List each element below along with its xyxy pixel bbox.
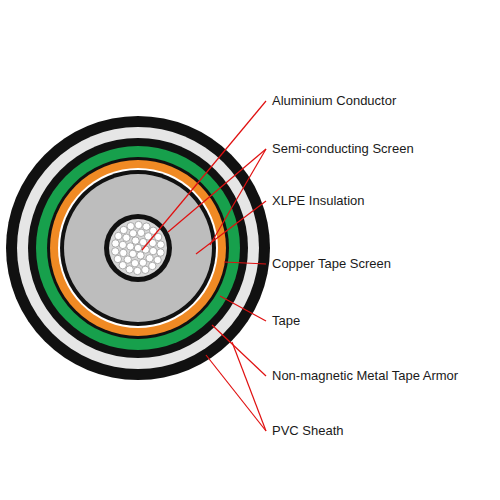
- conductor-strand: [126, 266, 133, 273]
- conductor-strand: [149, 247, 156, 254]
- part-label: Copper Tape Screen: [272, 256, 391, 272]
- leader-line: [142, 101, 266, 250]
- cable-cross-section: [6, 116, 270, 380]
- leader-line: [220, 296, 266, 321]
- conductor-strand: [149, 262, 156, 269]
- conductor-strand: [112, 240, 119, 247]
- conductor-strand: [123, 234, 130, 241]
- conductor-strand: [131, 259, 138, 266]
- part-label: XLPE Insulation: [272, 193, 365, 209]
- tape-layer: [47, 157, 229, 339]
- conductor-strand: [119, 241, 126, 248]
- conductor-strand: [127, 222, 134, 229]
- metal-tape-armor: [36, 146, 240, 350]
- leader-line: [224, 262, 266, 264]
- pvc-sheath-inner: [28, 138, 248, 358]
- outer-semicon-screen: [60, 170, 216, 326]
- part-label: Aluminium Conductor: [272, 93, 396, 109]
- conductor-strand: [143, 223, 150, 230]
- copper-tape-screen: [50, 160, 226, 336]
- conductor-strand: [139, 259, 146, 266]
- conductor-strand: [119, 262, 126, 269]
- screen-gap: [58, 168, 218, 328]
- leader-line: [168, 149, 266, 232]
- pvc-sheath-outer: [6, 116, 270, 380]
- conductor-strand: [132, 237, 139, 244]
- conductor-strand: [129, 230, 136, 237]
- conductor-strand: [120, 249, 127, 256]
- conductor-strand: [135, 221, 142, 228]
- part-label: PVC Sheath: [272, 423, 344, 439]
- conductor-strand: [120, 226, 127, 233]
- conductor-strand: [154, 256, 161, 263]
- conductor-strand: [157, 249, 164, 256]
- sheath-light-layer: [17, 127, 259, 369]
- conductor-strand: [115, 232, 122, 239]
- conductor-strands: [112, 221, 165, 274]
- conductor-strand: [114, 255, 121, 262]
- conductor-strand: [127, 243, 134, 250]
- xlpe-insulation: [64, 174, 212, 322]
- conductor-strand: [112, 248, 119, 255]
- part-label: Tape: [272, 313, 300, 329]
- conductor-core: [109, 219, 167, 277]
- leader-line: [196, 201, 266, 254]
- conductor-strand: [134, 244, 141, 251]
- part-label: Semi-conducting Screen: [272, 141, 414, 157]
- conductor-strand: [137, 229, 144, 236]
- leader-lines: [142, 101, 266, 431]
- leader-line: [210, 149, 266, 245]
- leader-line: [232, 342, 266, 431]
- part-label: Non-magnetic Metal Tape Armor: [272, 368, 458, 384]
- conductor-strand: [146, 255, 153, 262]
- inner-semicon-screen: [104, 214, 172, 282]
- conductor-strand: [137, 252, 144, 259]
- conductor-strand: [142, 266, 149, 273]
- conductor-strand: [157, 241, 164, 248]
- leader-line: [212, 325, 266, 376]
- conductor-strand: [134, 267, 141, 274]
- leader-line: [206, 355, 266, 431]
